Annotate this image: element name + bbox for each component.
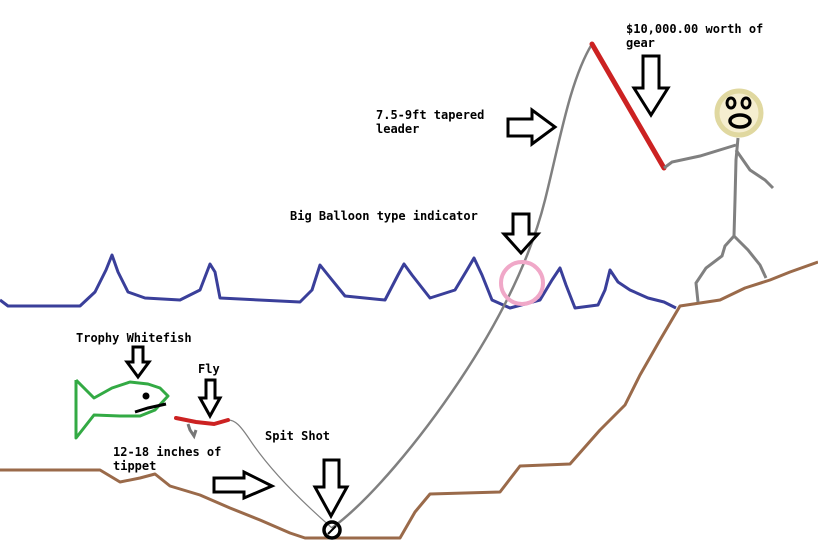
fly-line <box>331 43 594 530</box>
water-surface <box>0 253 677 310</box>
label-gear: $10,000.00 worth of gear <box>626 22 764 50</box>
angler-arm-rod <box>663 143 737 170</box>
angler-right-eye <box>740 96 752 110</box>
angler-body <box>732 137 740 237</box>
arrow-fly <box>197 378 223 420</box>
tippet-line <box>227 419 333 529</box>
arrow-indicator <box>500 212 542 256</box>
fish-mouth <box>134 402 167 414</box>
label-indicator: Big Balloon type indicator <box>290 209 478 223</box>
label-leader: 7.5-9ft tapered leader <box>376 108 485 136</box>
angler-right-leg <box>732 234 768 279</box>
block-arrow-icon <box>124 54 671 520</box>
label-fly: Fly <box>198 362 220 376</box>
label-tippet: 12-18 inches of tippet <box>113 445 222 473</box>
stick-figure-icon <box>663 88 775 303</box>
fish-outline-icon <box>74 378 170 440</box>
split-shot-circle-icon <box>322 520 342 540</box>
fish-body <box>74 378 170 440</box>
label-split-shot: Spit Shot <box>265 429 331 443</box>
angler-mouth <box>728 113 752 129</box>
fish-eye <box>142 392 150 400</box>
angler-left-leg <box>694 234 736 303</box>
arrow-whitefish <box>124 345 152 380</box>
angler-left-eye <box>725 96 737 110</box>
arrow-leader <box>506 107 558 147</box>
riverbed-line <box>0 260 818 540</box>
arrow-split-shot <box>312 458 350 520</box>
label-whitefish: Trophy Whitefish <box>76 331 192 345</box>
arrow-tippet <box>212 469 276 501</box>
fly-rod <box>589 41 667 171</box>
strike-indicator <box>499 260 545 306</box>
fly-icon <box>174 416 230 440</box>
angler-arm-back <box>734 149 775 190</box>
arrow-gear <box>631 54 671 118</box>
